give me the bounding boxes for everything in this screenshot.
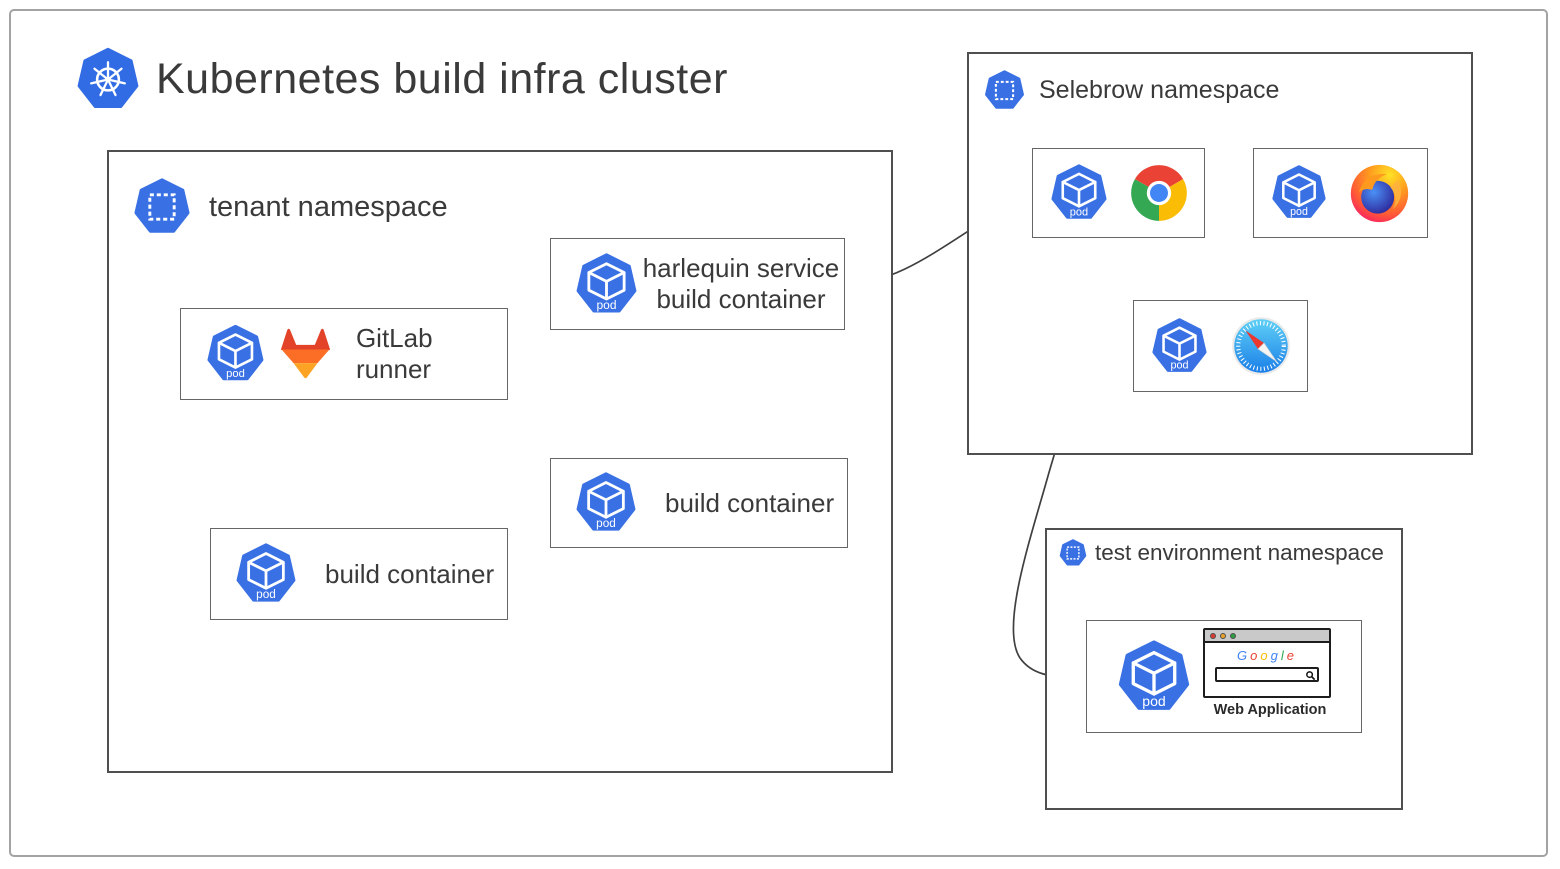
chrome-pod-card: pod — [1032, 148, 1205, 238]
svg-text:pod: pod — [1170, 359, 1188, 371]
yellow-dot-icon — [1220, 632, 1226, 639]
svg-text:pod: pod — [256, 588, 276, 601]
svg-text:pod: pod — [1069, 207, 1087, 219]
namespace-icon — [1059, 539, 1087, 566]
pod-icon: pod — [1272, 165, 1326, 218]
page-title: Kubernetes build infra cluster — [156, 55, 728, 103]
harlequin-label-line1: harlequin service — [642, 253, 840, 283]
search-bar-sketch — [1215, 667, 1319, 682]
test-environment-namespace-header: test environment namespace — [1059, 539, 1384, 567]
svg-text:pod: pod — [226, 368, 245, 380]
build-container-label: build container — [325, 558, 495, 589]
firefox-icon — [1350, 164, 1409, 222]
tenant-namespace-label: tenant namespace — [209, 190, 448, 223]
safari-pod-card: pod — [1133, 300, 1308, 392]
tenant-namespace-header: tenant namespace — [133, 178, 448, 236]
cluster-border — [9, 9, 1548, 857]
gitlab-runner-label: GitLab runner — [355, 323, 433, 384]
build-container-pod-card: pod build container — [210, 528, 508, 620]
magnifier-icon — [1306, 671, 1316, 681]
pod-icon: pod — [1118, 639, 1190, 710]
gitlab-logo-icon — [280, 328, 330, 379]
safari-icon — [1231, 317, 1290, 375]
browser-titlebar — [1205, 630, 1329, 643]
svg-text:pod: pod — [596, 517, 616, 530]
red-dot-icon — [1210, 632, 1216, 639]
web-application-sketch: Google Web Application — [1203, 628, 1337, 718]
namespace-icon — [134, 178, 190, 233]
web-application-label: Web Application — [1213, 702, 1327, 718]
kubernetes-logo-icon — [77, 47, 139, 108]
selebrow-namespace-label: Selebrow namespace — [1039, 76, 1280, 104]
selebrow-namespace-box — [967, 52, 1473, 455]
test-environment-namespace-label: test environment namespace — [1095, 540, 1384, 565]
svg-text:pod: pod — [597, 298, 617, 312]
build-container-pod-card: pod build container — [550, 458, 848, 548]
cluster-title-row: Kubernetes build infra cluster — [76, 46, 728, 113]
pod-icon: pod — [236, 543, 296, 602]
namespace-icon — [985, 70, 1024, 109]
gitlab-runner-pod-card: pod GitLab runner — [180, 308, 508, 400]
svg-text:pod: pod — [1142, 692, 1165, 708]
harlequin-label-line2: build container — [656, 284, 826, 314]
pod-icon: pod — [576, 472, 636, 531]
build-container-label: build container — [665, 487, 835, 518]
green-dot-icon — [1230, 632, 1236, 639]
firefox-pod-card: pod — [1253, 148, 1428, 238]
pod-icon: pod — [576, 252, 637, 313]
harlequin-pod-label: harlequin service build container — [638, 253, 844, 315]
pod-icon: pod — [1151, 317, 1207, 372]
selebrow-namespace-header: Selebrow namespace — [984, 70, 1279, 111]
svg-text:pod: pod — [1290, 206, 1308, 218]
pod-icon: pod — [1050, 164, 1107, 219]
harlequin-pod-card: pod harlequin service build container — [550, 238, 845, 330]
browser-window-sketch: Google — [1203, 628, 1331, 698]
google-logo-text: Google — [1237, 648, 1297, 663]
chrome-icon — [1130, 165, 1187, 221]
pod-icon: pod — [207, 324, 264, 381]
